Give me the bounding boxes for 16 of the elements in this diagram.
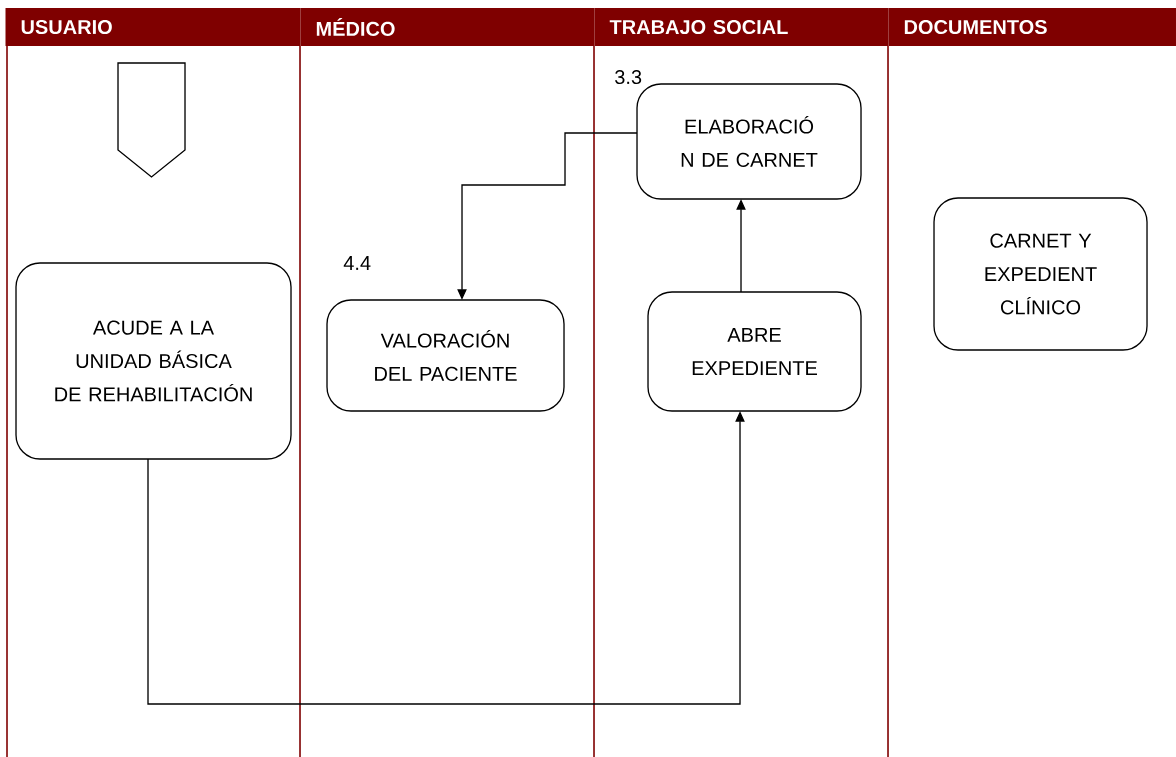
process-box: CARNET Y EXPEDIENT CLÍNICO (933, 197, 1148, 351)
off-page-connector (117, 62, 186, 178)
process-box: VALORACIÓN DEL PACIENTE (326, 299, 565, 412)
step-number: 3.3 (615, 69, 642, 85)
lane-header: USUARIO (5, 8, 301, 46)
node-label: MÉDICO (316, 18, 395, 36)
process-box: ACUDE A LA UNIDAD BÁSICA DE REHABILITACIÓN (15, 262, 292, 460)
step-number: 4.4 (343, 256, 371, 270)
lane-header: TRABAJO SOCIAL (594, 8, 889, 46)
lane-header: DOCUMENTOS (888, 8, 1176, 46)
lane-header: MÉDICO (300, 8, 595, 46)
node-label: DOCUMENTOS (904, 19, 1047, 35)
process-box: ELABORACIÓ N DE CARNET (636, 83, 862, 200)
node-label: USUARIO (21, 19, 112, 35)
node-label: TRABAJO SOCIAL (609, 19, 788, 35)
process-box: ABRE EXPEDIENTE (647, 291, 862, 412)
